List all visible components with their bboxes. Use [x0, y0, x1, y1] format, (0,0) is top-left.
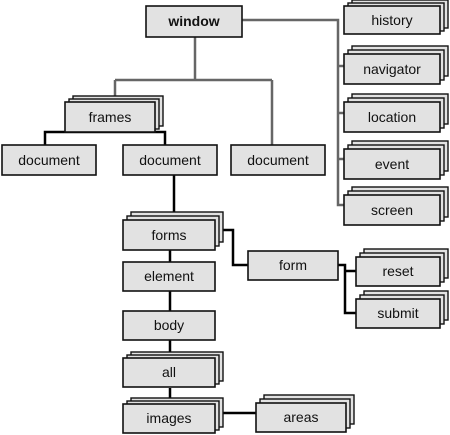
node-location-label: location	[368, 109, 416, 125]
node-window-label: window	[167, 13, 219, 29]
node-element: element	[122, 261, 216, 292]
node-images: images	[122, 397, 224, 434]
node-forms: forms	[122, 211, 224, 251]
node-location: location	[343, 93, 449, 133]
connector-window-to-history	[242, 18, 344, 207]
node-element-label: element	[144, 268, 194, 284]
node-history-label: history	[371, 12, 412, 28]
node-document-right-label: document	[247, 152, 309, 168]
node-history: history	[343, 0, 449, 35]
node-navigator-label: navigator	[363, 61, 421, 77]
node-areas-label: areas	[283, 409, 318, 425]
node-form-label: form	[279, 257, 307, 273]
node-forms-label: forms	[152, 227, 187, 243]
node-frames-label: frames	[89, 109, 132, 125]
node-images-label: images	[146, 410, 191, 426]
node-window: window	[145, 5, 243, 38]
connector-frames-to-documents	[43, 130, 167, 145]
node-document-left: document	[1, 144, 97, 176]
node-event-label: event	[375, 156, 409, 172]
node-form: form	[247, 250, 339, 281]
node-document-left-label: document	[18, 152, 80, 168]
node-body-label: body	[154, 317, 184, 333]
node-submit: submit	[355, 290, 449, 329]
node-body: body	[122, 310, 216, 341]
node-submit-label: submit	[377, 305, 418, 321]
node-frames: frames	[64, 95, 164, 133]
node-all: all	[122, 351, 224, 388]
node-all-label: all	[162, 364, 176, 380]
node-document-right: document	[230, 144, 326, 176]
node-document-center: document	[122, 144, 218, 176]
node-event: event	[343, 140, 449, 180]
node-navigator: navigator	[343, 45, 449, 85]
node-document-center-label: document	[139, 152, 201, 168]
node-screen-label: screen	[371, 202, 413, 218]
node-reset-label: reset	[382, 263, 413, 279]
node-screen: screen	[343, 186, 449, 226]
node-reset: reset	[355, 248, 449, 287]
connector-form-to-reset-submit	[338, 263, 356, 315]
node-areas: areas	[255, 394, 355, 433]
